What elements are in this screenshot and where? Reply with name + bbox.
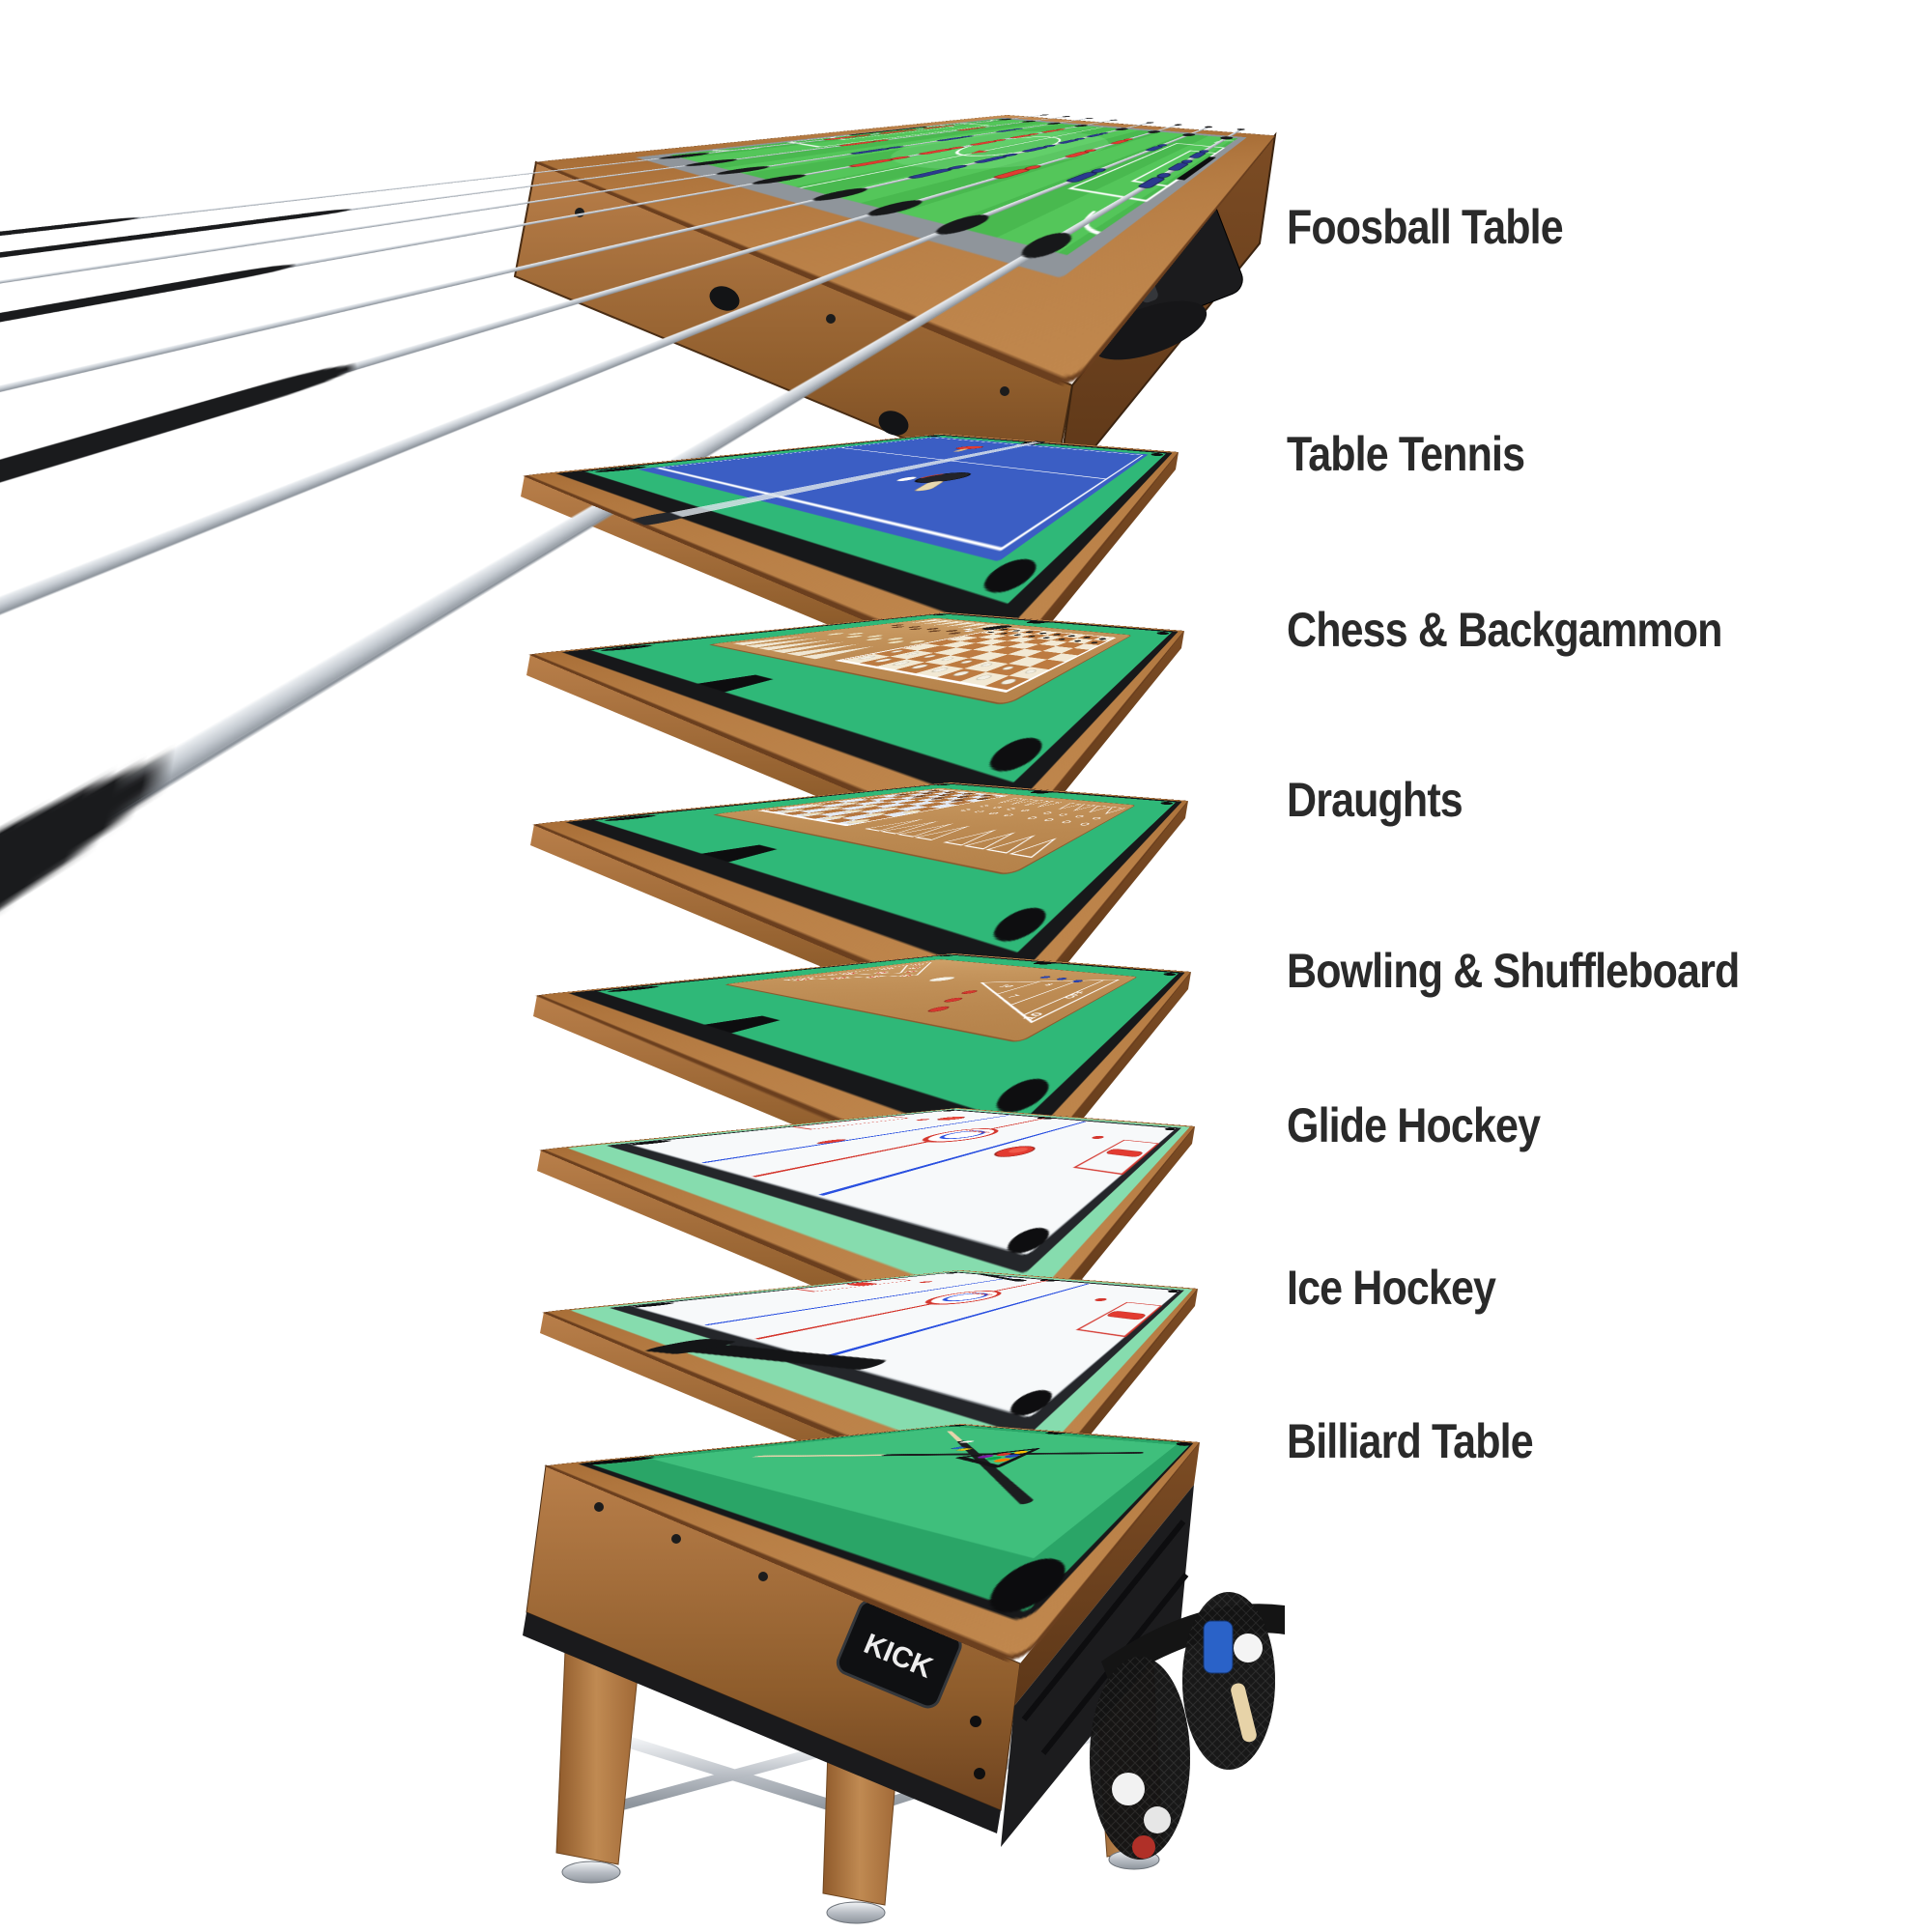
billiard-side-panel (1014, 1442, 1200, 1706)
label-ice-hockey: Ice Hockey (1287, 1261, 1496, 1315)
hockey-logo-text: HOCKEY (967, 1293, 996, 1296)
shuffleboard-markings: 10 8 7 OFF 10 (903, 972, 1119, 1022)
label-bowling-shuffleboard: Bowling & Shuffleboard (1287, 944, 1740, 998)
layer-edge-strips (521, 452, 1198, 1531)
label-draughts: Draughts (1287, 773, 1463, 827)
shuffleboard-zone-10b: 10 (1018, 1011, 1047, 1020)
foosball-cabinet-walls (513, 131, 1277, 501)
shuffleboard-zone-10: 10 (996, 984, 1017, 988)
billiard-base: KICK (523, 1442, 1285, 1924)
foosball-goal-unit (1091, 156, 1243, 360)
label-table-tennis: Table Tennis (1287, 427, 1525, 481)
kick-logo-plate: KICK (836, 1599, 962, 1709)
shuffleboard-zone-8: 8 (1041, 983, 1055, 987)
layer-bowling-shuffleboard: 10 8 7 OFF 10 (537, 953, 1191, 1193)
layer-glide-hockey: HOCKEY (541, 1108, 1195, 1348)
shuffleboard-zone-off: OFF (1061, 990, 1088, 999)
shuffleboard-zone-7: 7 (1004, 994, 1022, 999)
label-chess-backgammon: Chess & Backgammon (1287, 603, 1722, 657)
mesh-storage-bag (1090, 1592, 1285, 1860)
hockey-logo-text: HOCKEY (964, 1130, 993, 1134)
label-foosball-table: Foosball Table (1287, 200, 1564, 254)
layer-ice-hockey: HOCKEY (544, 1270, 1198, 1510)
label-glide-hockey: Glide Hockey (1287, 1098, 1541, 1152)
billiard-side-curtain (1001, 1485, 1194, 1847)
label-billiard-table: Billiard Table (1287, 1414, 1534, 1468)
